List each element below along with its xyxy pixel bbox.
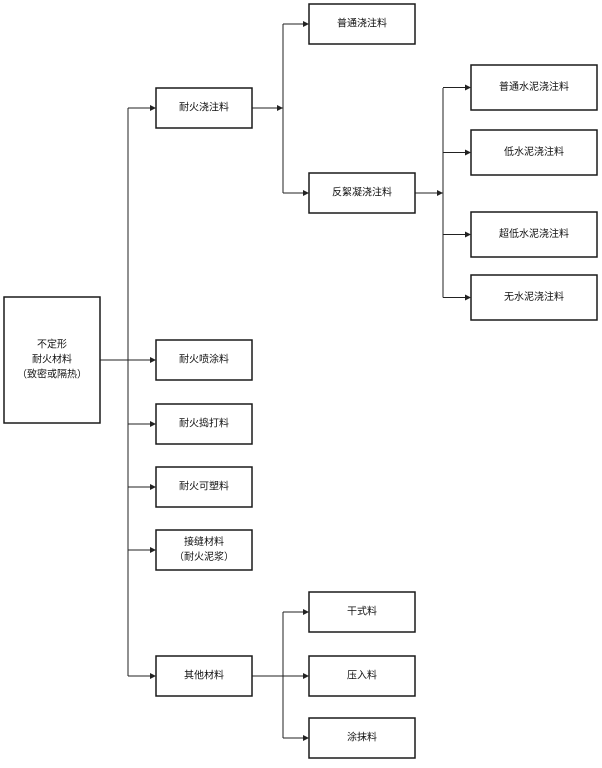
other-node-o1-label: 干式料 — [347, 605, 377, 618]
level1-node-n1-box — [155, 87, 253, 129]
deflocculated-node-d4-label: 无水泥浇注料 — [504, 290, 564, 303]
level1-node-n1-label: 耐火浇注料 — [179, 101, 229, 114]
deflocculated-node-d1-box — [470, 64, 598, 111]
root-node-label: 不定形 — [37, 338, 67, 351]
level1-node-n4-label: 耐火可塑料 — [179, 480, 229, 493]
level1-node-n1: 耐火浇注料 — [155, 87, 253, 129]
deflocculated-node-d3: 超低水泥浇注料 — [470, 211, 598, 258]
level1-node-n6: 其他材料 — [155, 655, 253, 697]
level1-node-n3-label: 耐火捣打料 — [179, 417, 229, 430]
castable-node-c2-box — [308, 172, 416, 214]
level1-node-n4: 耐火可塑料 — [155, 466, 253, 508]
root-node-label: （致密或隔热） — [17, 368, 87, 381]
other-node-o1: 干式料 — [308, 591, 416, 633]
deflocculated-branch-4-arrow — [465, 294, 471, 301]
deflocculated-node-d1-label: 普通水泥浇注料 — [499, 80, 569, 93]
level1-node-n5-box — [155, 529, 253, 571]
deflocculated-branch-3-arrow — [465, 231, 471, 238]
level1-node-n2: 耐火喷涂料 — [155, 339, 253, 381]
level1-branch-6-arrow — [150, 673, 156, 679]
castable-branch-2-arrow — [303, 190, 309, 196]
level1-node-n2-label: 耐火喷涂料 — [179, 353, 229, 366]
level1-node-n6-label: 其他材料 — [184, 669, 224, 682]
level1-branch-4-arrow — [150, 484, 156, 490]
other-node-o2-box — [308, 655, 416, 697]
level1-node-n2-box — [155, 339, 253, 381]
castable-branch-1-arrow — [303, 21, 309, 27]
level1-branch-3-arrow — [150, 421, 156, 427]
deflocculated-node-d2-box — [470, 129, 598, 176]
level1-node-n6-box — [155, 655, 253, 697]
castable-node-c2-label: 反絮凝浇注料 — [332, 186, 392, 199]
level1-node-n3-box — [155, 403, 253, 445]
castable-node-c1-box — [308, 3, 416, 45]
other-node-o2: 压入料 — [308, 655, 416, 697]
deflocculated-node-d2: 低水泥浇注料 — [470, 129, 598, 176]
other-node-o3: 涂抹料 — [308, 717, 416, 759]
castable-connector-arrow — [277, 105, 283, 111]
root-node-label: 耐火材料 — [32, 353, 72, 366]
others-branch-2-arrow — [303, 673, 309, 679]
other-node-o3-box — [308, 717, 416, 759]
other-node-o1-box — [308, 591, 416, 633]
other-node-o2-label: 压入料 — [347, 669, 377, 682]
castable-node-c1: 普通浇注料 — [308, 3, 416, 45]
level1-node-n5-label: 接缝材料 — [184, 535, 224, 548]
deflocculated-branch-1-arrow — [465, 84, 471, 91]
level1-node-n4-box — [155, 466, 253, 508]
others-branch-3-arrow — [303, 735, 309, 741]
level1-branch-5-arrow — [150, 547, 156, 553]
level1-node-n5-label: （耐火泥浆） — [174, 550, 234, 563]
level1-node-n3: 耐火捣打料 — [155, 403, 253, 445]
deflocculated-branch-2-arrow — [465, 149, 471, 156]
other-node-o3-label: 涂抹料 — [347, 731, 377, 744]
deflocculated-connector-arrow — [437, 190, 443, 196]
deflocculated-node-d4: 无水泥浇注料 — [470, 274, 598, 321]
deflocculated-node-d1: 普通水泥浇注料 — [470, 64, 598, 111]
root-node-box — [3, 296, 101, 424]
castable-node-c1-label: 普通浇注料 — [337, 17, 387, 30]
connectors — [100, 21, 471, 741]
others-branch-1-arrow — [303, 609, 309, 615]
deflocculated-node-d3-label: 超低水泥浇注料 — [499, 227, 569, 240]
level1-branch-2-arrow — [150, 357, 156, 363]
castable-node-c2: 反絮凝浇注料 — [308, 172, 416, 214]
level1-branch-1-arrow — [150, 105, 156, 111]
deflocculated-node-d2-label: 低水泥浇注料 — [504, 145, 564, 158]
deflocculated-node-d3-box — [470, 211, 598, 258]
level1-node-n5: 接缝材料 （耐火泥浆） — [155, 529, 253, 571]
deflocculated-node-d4-box — [470, 274, 598, 321]
